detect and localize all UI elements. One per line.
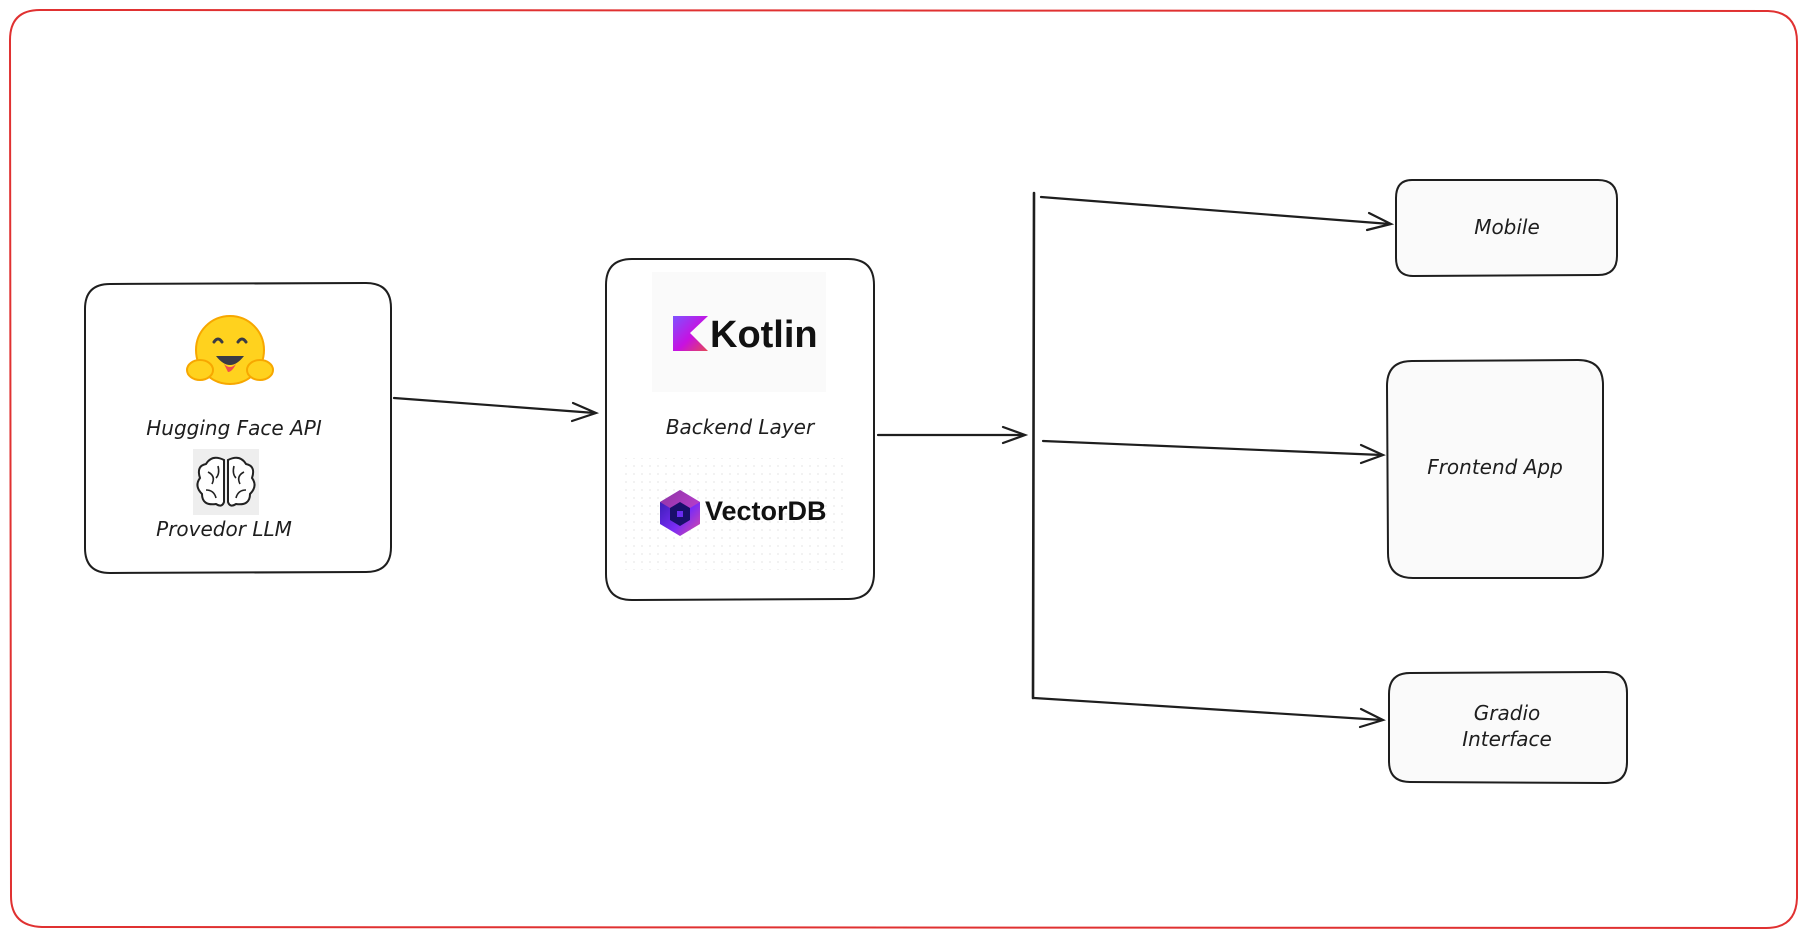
gradio-box[interactable]: Gradio Interface xyxy=(1388,670,1628,785)
hugging-face-emoji-icon xyxy=(186,315,274,385)
arrow-to-frontend xyxy=(1041,439,1386,465)
kotlin-logo: Kotlin xyxy=(652,272,826,392)
arrow-to-mobile xyxy=(1039,195,1395,232)
frontend-label: Frontend App xyxy=(1427,455,1563,479)
gradio-label-line1: Gradio xyxy=(1474,701,1540,725)
arrow-backend-to-splitter xyxy=(876,425,1029,445)
mobile-box[interactable]: Mobile xyxy=(1395,179,1618,278)
provider-box[interactable] xyxy=(84,281,392,575)
outer-frame xyxy=(8,8,1798,930)
arrow-to-gradio xyxy=(1032,696,1386,729)
frontend-box[interactable]: Frontend App xyxy=(1385,358,1604,579)
provider-label-top: Hugging Face API xyxy=(146,416,322,440)
vectordb-cube-icon xyxy=(660,490,700,536)
arrow-provider-to-backend xyxy=(392,396,600,423)
vectordb-logo: VectorDB xyxy=(624,458,848,570)
brain-icon xyxy=(193,449,259,515)
kotlin-logo-text: Kotlin xyxy=(710,314,818,356)
kotlin-icon xyxy=(673,316,708,351)
gradio-label-line2: Interface xyxy=(1462,727,1552,751)
backend-label: Backend Layer xyxy=(666,415,816,439)
mobile-label: Mobile xyxy=(1474,215,1540,239)
vectordb-logo-text: VectorDB xyxy=(705,496,827,526)
splitter-line xyxy=(1031,191,1036,700)
provider-label-bottom: Provedor LLM xyxy=(156,517,292,541)
